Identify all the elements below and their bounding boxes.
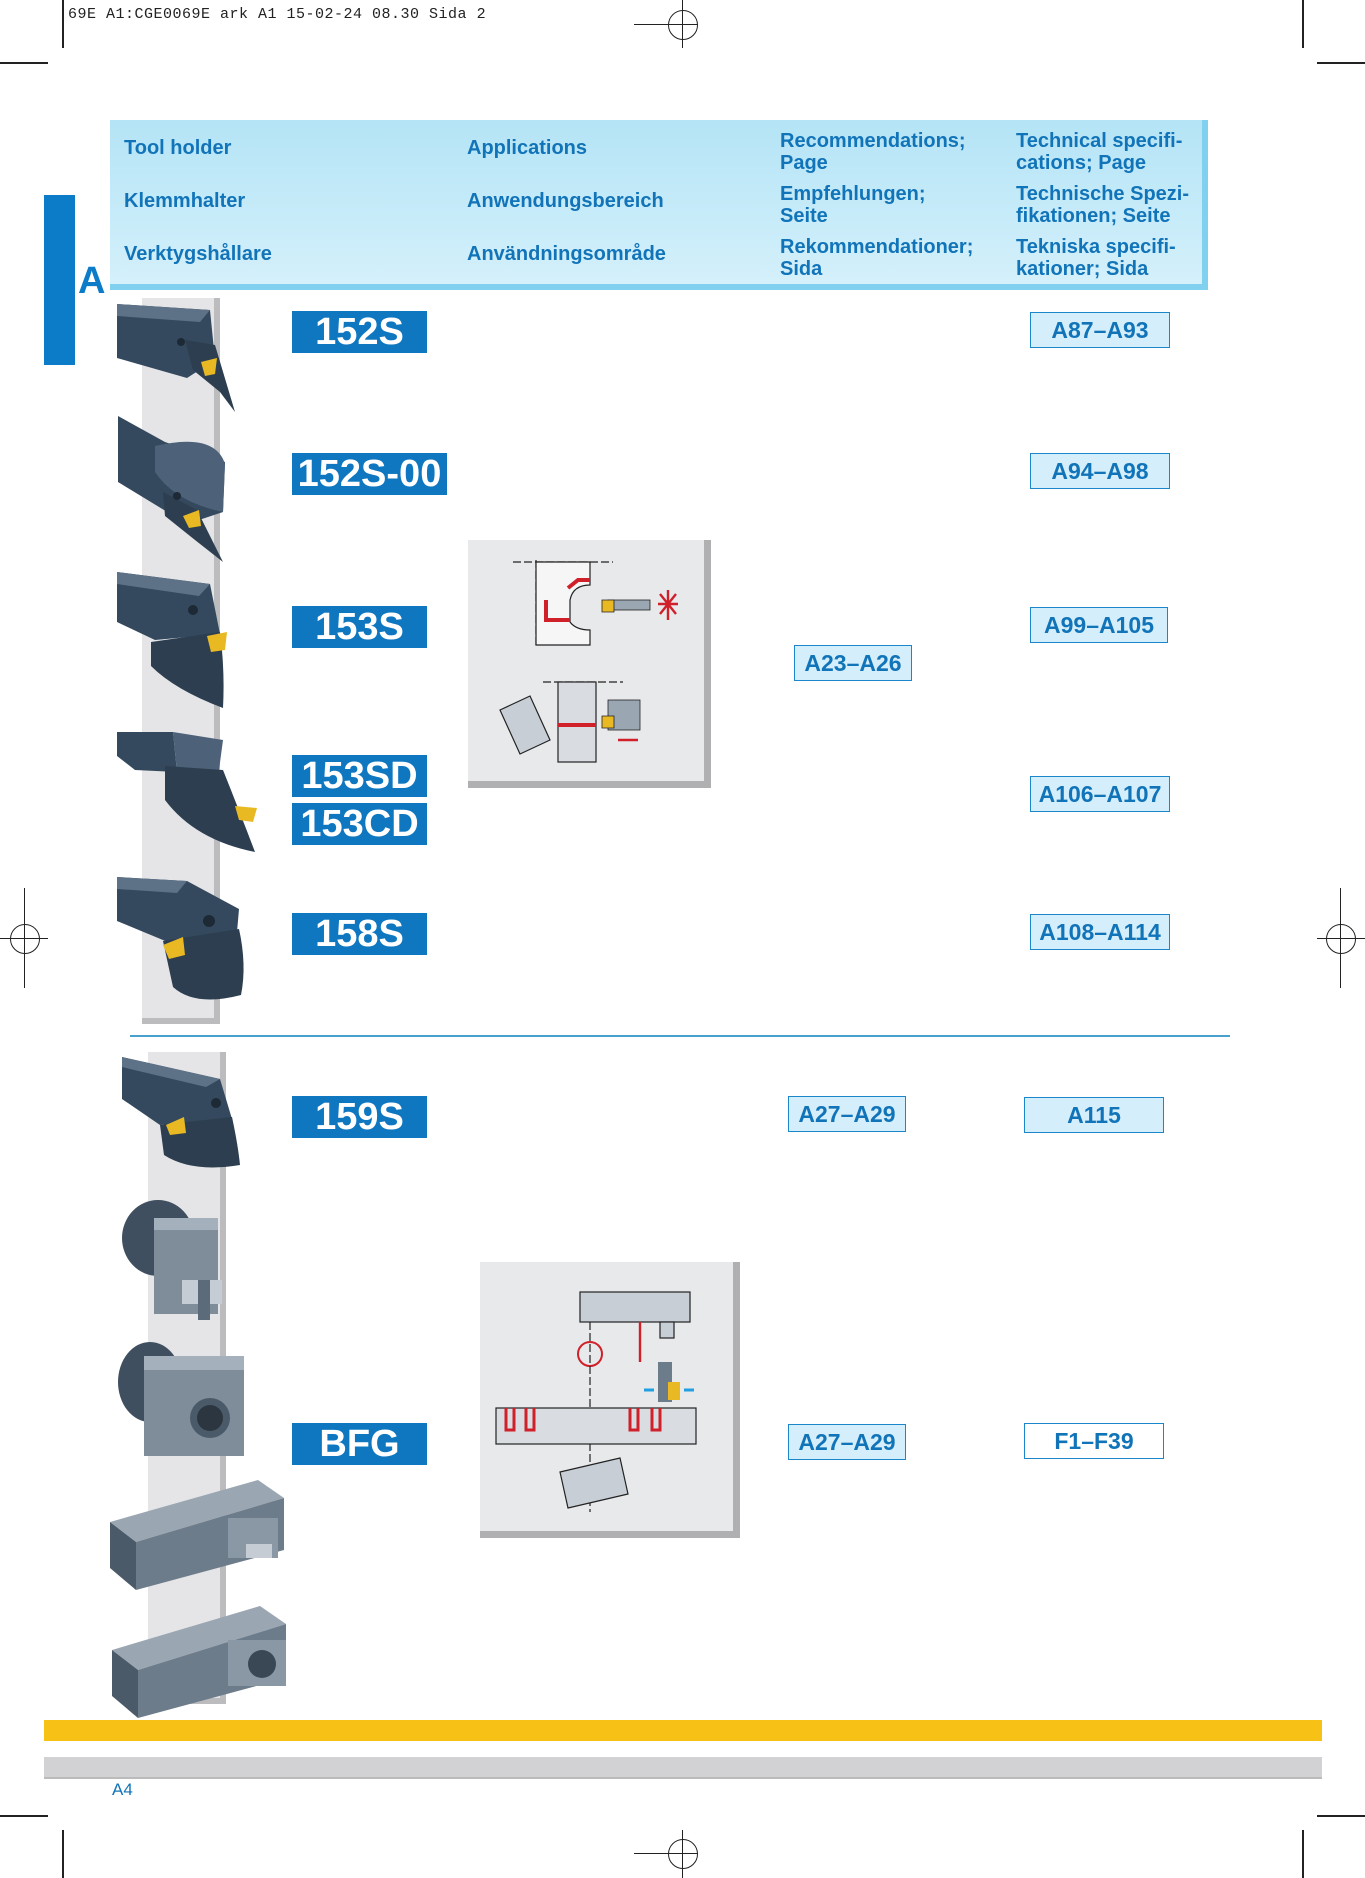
header-tool-holder-sv: Verktygshållare: [124, 243, 272, 265]
header-technical-de: Technische Spezi-fikationen; Seite: [1016, 183, 1189, 227]
tool-153s-icon: [117, 572, 227, 708]
crop-mark: [0, 62, 48, 64]
header-table: Tool holder Klemmhalter Verktygshållare …: [110, 120, 1208, 290]
header-line: Tekniska specifi-: [1016, 236, 1176, 258]
header-tool-holder-de: Klemmhalter: [124, 190, 246, 212]
application-diagram-1: [468, 540, 711, 788]
header-applications-de: Anwendungsbereich: [467, 190, 664, 212]
header-line: Empfehlungen;: [780, 183, 926, 205]
tool-152s-00-icon: [118, 416, 225, 562]
header-applications-sv: Användningsområde: [467, 243, 666, 265]
tool-158s-icon: [117, 877, 244, 1000]
bfg-holder-2-icon: [118, 1342, 244, 1456]
header-line: Technische Spezi-: [1016, 183, 1190, 205]
section-tab-bar: [44, 195, 75, 365]
face-grooving-application-icon: [495, 1291, 697, 1512]
spec-bfg[interactable]: F1–F39: [1024, 1423, 1164, 1459]
crop-mark: [0, 1815, 48, 1817]
tool-code-152s: 152S: [292, 311, 427, 353]
tool-code-158s: 158S: [292, 913, 427, 955]
header-recommendations-de: Empfehlungen;Seite: [780, 183, 926, 227]
recommendation-bfg[interactable]: A27–A29: [788, 1424, 906, 1460]
print-slug: 69E A1:CGE0069E ark A1 15-02-24 08.30 Si…: [68, 6, 487, 23]
crop-mark: [62, 1830, 64, 1878]
spec-153sd[interactable]: A106–A107: [1030, 776, 1170, 812]
tool-code-159s: 159S: [292, 1096, 427, 1138]
tool-code-153cd: 153CD: [292, 803, 427, 845]
footer-gray-bar: [44, 1757, 1322, 1779]
header-line: fikationen; Seite: [1016, 205, 1171, 227]
tool-159s-icon: [122, 1057, 240, 1168]
bfg-holder-3-icon: [110, 1480, 284, 1590]
tool-code-bfg: BFG: [292, 1423, 427, 1465]
tool-152s-icon: [117, 304, 235, 412]
header-line: Recommendations;: [780, 130, 966, 152]
header-recommendations-sv: Rekommendationer;Sida: [780, 236, 973, 280]
crop-mark: [1302, 1830, 1304, 1878]
application-diagram-2: [480, 1262, 740, 1538]
crop-mark: [62, 0, 64, 48]
registration-mark-icon: [1326, 924, 1356, 954]
tool-153sd-icon: [117, 732, 257, 852]
crop-mark: [1317, 62, 1365, 64]
spec-152s[interactable]: A87–A93: [1030, 312, 1170, 348]
recommendation-group-1[interactable]: A23–A26: [794, 645, 912, 681]
header-line: Rekommendationer;: [780, 236, 974, 258]
crop-mark: [1317, 1815, 1365, 1817]
spec-159s[interactable]: A115: [1024, 1097, 1164, 1133]
header-line: Seite: [780, 205, 828, 227]
registration-mark-icon: [10, 924, 40, 954]
spec-152s-00[interactable]: A94–A98: [1030, 453, 1170, 489]
spec-153s[interactable]: A99–A105: [1030, 607, 1168, 643]
section-tab-letter: A: [78, 260, 106, 302]
header-line: Page: [780, 152, 828, 174]
recommendation-159s[interactable]: A27–A29: [788, 1096, 906, 1132]
registration-mark-icon: [668, 10, 698, 40]
registration-mark-line: [634, 1853, 698, 1855]
header-applications-en: Applications: [467, 137, 588, 159]
tool-code-153sd: 153SD: [292, 755, 427, 797]
header-recommendations-en: Recommendations;Page: [780, 130, 966, 174]
tool-code-152s-00: 152S-00: [292, 453, 447, 495]
crop-mark: [1302, 0, 1304, 48]
header-technical-sv: Tekniska specifi-kationer; Sida: [1016, 236, 1176, 280]
header-line: Technical specifi-: [1016, 130, 1183, 152]
header-line: cations; Page: [1016, 152, 1147, 174]
registration-mark-line: [634, 24, 698, 26]
header-tool-holder-en: Tool holder: [124, 137, 232, 159]
grooving-application-icon: [499, 560, 678, 763]
page-number: A4: [112, 1780, 133, 1799]
header-line: Sida: [780, 258, 823, 280]
bfg-holder-1-icon: [122, 1200, 222, 1320]
registration-mark-icon: [668, 1839, 698, 1869]
header-line: kationer; Sida: [1016, 258, 1149, 280]
header-technical-en: Technical specifi-cations; Page: [1016, 130, 1182, 174]
bfg-holder-4-icon: [112, 1606, 286, 1718]
spec-158s[interactable]: A108–A114: [1030, 914, 1170, 950]
footer-yellow-bar: [44, 1720, 1322, 1741]
tool-code-153s: 153S: [292, 606, 427, 648]
group-separator: [130, 1035, 1230, 1037]
